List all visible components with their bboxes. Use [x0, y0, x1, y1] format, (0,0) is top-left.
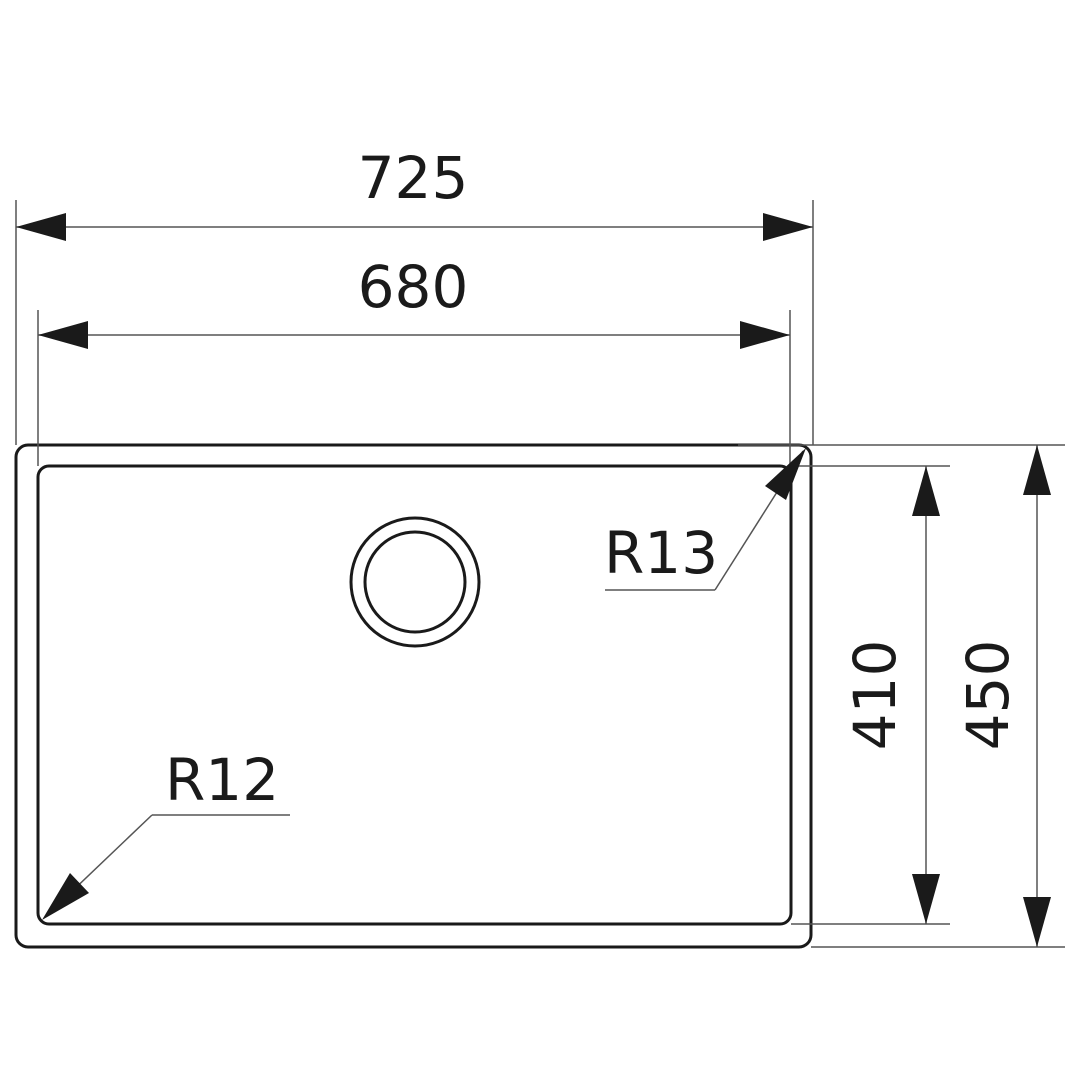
- dimension-line-725: [16, 213, 813, 241]
- dimension-label-725: 725: [358, 144, 469, 212]
- dimension-line-410: [912, 466, 940, 924]
- dimension-line-450: [1023, 445, 1051, 947]
- radius-leader-r12: [42, 814, 290, 920]
- drain-icon: [349, 516, 481, 648]
- radius-label-r13: R13: [604, 519, 718, 587]
- dimension-line-680: [38, 321, 790, 349]
- sink-bowl-outline: [36, 464, 793, 926]
- radius-leader-r13: [605, 448, 806, 591]
- dimension-label-680: 680: [358, 253, 469, 321]
- sink-outer-outline: [14, 443, 813, 949]
- dimension-label-450: 450: [954, 640, 1022, 751]
- radius-label-r12: R12: [165, 746, 279, 814]
- dimension-label-410: 410: [841, 640, 909, 751]
